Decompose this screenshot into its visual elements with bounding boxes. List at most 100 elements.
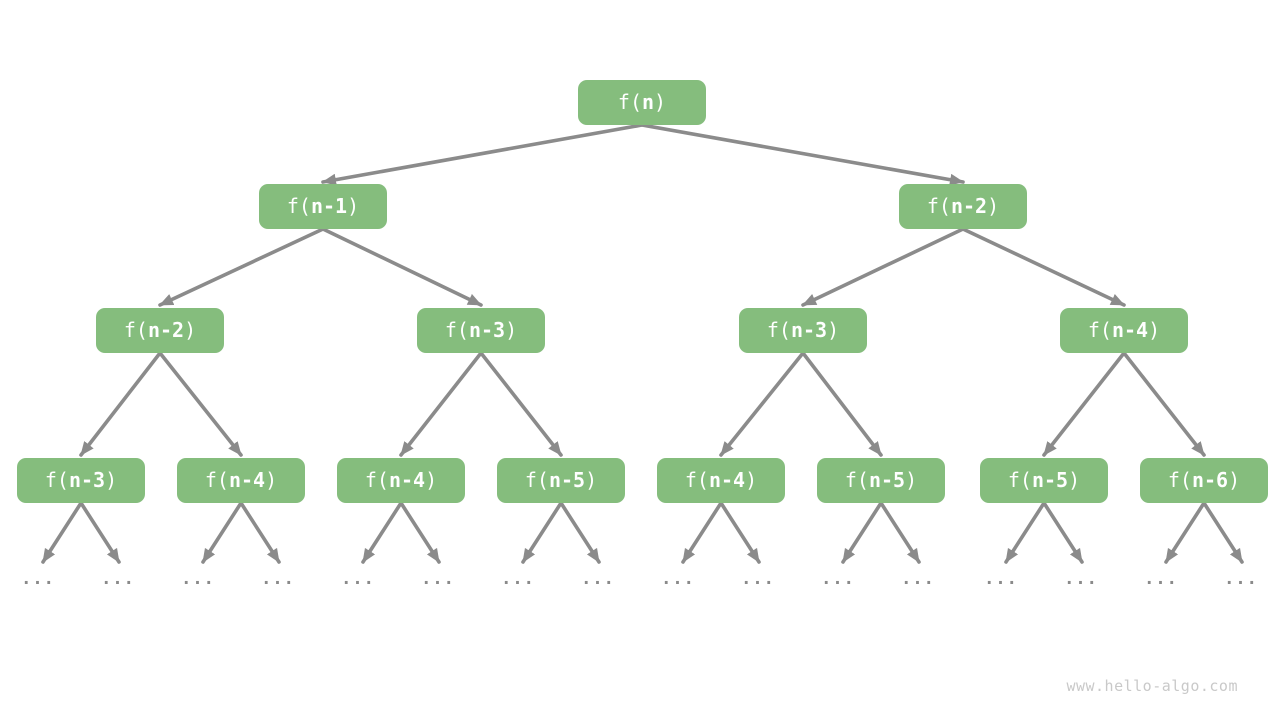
node-label-prefix: f(	[286, 194, 311, 218]
ellipsis: ...	[21, 569, 55, 589]
node-label-suffix: )	[347, 194, 360, 218]
node-label-prefix: f(	[926, 194, 951, 218]
ellipsis: ...	[901, 569, 935, 589]
node-label-prefix: f(	[123, 318, 148, 342]
edge-arrow	[879, 501, 921, 564]
edge-arrow	[399, 351, 483, 457]
node-label-arg: n	[642, 90, 655, 114]
node-label-arg: n-5	[1031, 468, 1069, 492]
node-label-suffix: )	[1148, 318, 1161, 342]
node-label-suffix: )	[745, 468, 758, 492]
node-label-prefix: f(	[204, 468, 229, 492]
edge-arrow	[681, 501, 723, 564]
node-label-suffix: )	[905, 468, 918, 492]
tree-node: f(n-4)	[177, 458, 305, 503]
node-label-suffix: )	[425, 468, 438, 492]
tree-node-root: f(n)	[578, 80, 706, 125]
edge-arrow	[479, 351, 563, 457]
node-label-suffix: )	[105, 468, 118, 492]
ellipsis: ...	[821, 569, 855, 589]
node-label-prefix: f(	[1007, 468, 1032, 492]
watermark: www.hello-algo.com	[1066, 677, 1238, 695]
node-label-suffix: )	[827, 318, 840, 342]
node-label-prefix: f(	[1167, 468, 1192, 492]
node-label-prefix: f(	[1087, 318, 1112, 342]
node-label-suffix: )	[654, 90, 667, 114]
tree-node: f(n-6)	[1140, 458, 1268, 503]
node-label-arg: n-3	[468, 318, 506, 342]
node-label-prefix: f(	[766, 318, 791, 342]
edge-arrow	[1042, 351, 1126, 457]
ellipsis: ...	[984, 569, 1018, 589]
edge-arrow	[1042, 501, 1084, 564]
edge-arrow	[1164, 501, 1206, 564]
edge-arrow	[1004, 501, 1046, 564]
tree-node: f(n-2)	[96, 308, 224, 353]
edge-arrow	[158, 227, 325, 307]
tree-node: f(n-1)	[259, 184, 387, 229]
edge-arrow	[719, 351, 805, 457]
node-label-prefix: f(	[524, 468, 549, 492]
edge-arrow	[201, 501, 243, 564]
edge-arrow	[841, 501, 883, 564]
node-label-prefix: f(	[844, 468, 869, 492]
edge-arrow	[41, 501, 83, 564]
node-label-arg: n-3	[790, 318, 828, 342]
edge-arrow	[321, 123, 644, 186]
ellipsis: ...	[421, 569, 455, 589]
edge-arrow	[1122, 351, 1206, 457]
node-label-arg: n-4	[1111, 318, 1149, 342]
edge-arrow	[640, 123, 965, 186]
edge-arrow	[361, 501, 403, 564]
ellipsis: ...	[1144, 569, 1178, 589]
edge-arrow	[321, 227, 483, 307]
ellipsis: ...	[581, 569, 615, 589]
node-label-suffix: )	[505, 318, 518, 342]
tree-node: f(n-5)	[817, 458, 945, 503]
tree-node: f(n-4)	[657, 458, 785, 503]
tree-node: f(n-5)	[980, 458, 1108, 503]
edge-arrow	[521, 501, 563, 564]
edge-arrow	[719, 501, 761, 564]
edge-arrow	[1202, 501, 1244, 564]
node-label-arg: n-5	[548, 468, 586, 492]
edge-arrow	[399, 501, 441, 564]
ellipsis: ...	[101, 569, 135, 589]
node-label-suffix: )	[184, 318, 197, 342]
node-label-suffix: )	[265, 468, 278, 492]
tree-node: f(n-4)	[337, 458, 465, 503]
node-label-suffix: )	[585, 468, 598, 492]
node-label-arg: n-4	[708, 468, 746, 492]
node-label-suffix: )	[1228, 468, 1241, 492]
edge-arrow	[79, 501, 121, 564]
node-label-arg: n-2	[147, 318, 185, 342]
tree-node: f(n-5)	[497, 458, 625, 503]
edge-arrow	[79, 351, 162, 457]
node-label-arg: n-5	[868, 468, 906, 492]
edge-arrow	[239, 501, 281, 564]
tree-node: f(n-2)	[899, 184, 1027, 229]
ellipsis: ...	[1224, 569, 1258, 589]
node-label-arg: n-2	[950, 194, 988, 218]
ellipsis: ...	[261, 569, 295, 589]
node-label-prefix: f(	[364, 468, 389, 492]
node-label-suffix: )	[987, 194, 1000, 218]
edge-arrow	[801, 351, 883, 457]
node-label-arg: n-1	[310, 194, 348, 218]
ellipsis: ...	[341, 569, 375, 589]
ellipsis: ...	[181, 569, 215, 589]
node-label-suffix: )	[1068, 468, 1081, 492]
tree-node: f(n-4)	[1060, 308, 1188, 353]
edge-arrow	[559, 501, 601, 564]
node-label-arg: n-4	[228, 468, 266, 492]
node-label-prefix: f(	[444, 318, 469, 342]
ellipsis: ...	[661, 569, 695, 589]
edge-arrow	[961, 227, 1126, 307]
ellipsis: ...	[501, 569, 535, 589]
node-label-prefix: f(	[684, 468, 709, 492]
tree-node: f(n-3)	[739, 308, 867, 353]
edge-arrow	[158, 351, 243, 457]
ellipsis: ...	[741, 569, 775, 589]
